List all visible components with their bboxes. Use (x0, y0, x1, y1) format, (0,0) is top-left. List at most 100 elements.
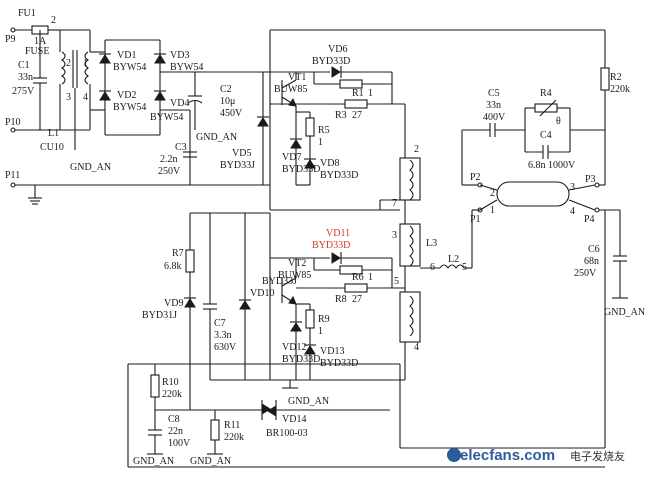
label-vt2-part: BUW85 (278, 270, 311, 281)
label-c8: C8 (168, 414, 180, 425)
label-c5-value: 33n (486, 100, 501, 111)
label-c3-value: 2.2n (160, 154, 178, 165)
label-p4: P4 (584, 214, 595, 225)
pin-l3-7: 7 (392, 198, 397, 209)
diode-vd2 (99, 91, 111, 101)
input-section (10, 25, 190, 205)
label-c1-value: 33n (18, 72, 33, 83)
pin-l3-2: 2 (414, 144, 419, 155)
label-c8-voltage: 100V (168, 438, 191, 449)
label-r1: R1 (352, 88, 364, 99)
pin-l2-5: 5 (462, 262, 467, 273)
label-r5: R5 (318, 125, 330, 136)
pin-l3-3: 3 (392, 230, 397, 241)
label-vd10-part: BYD33J (262, 276, 297, 287)
lamp-tube (496, 181, 570, 207)
label-p1: P1 (470, 214, 481, 225)
label-r5-value: 1 (318, 137, 323, 148)
label-c7-voltage: 630V (214, 342, 237, 353)
label-p11: P11 (5, 170, 20, 181)
pin-l3-6: 6 (430, 262, 435, 273)
label-c6-value: 68n (584, 256, 599, 267)
label-vd12: VD12 (282, 342, 306, 353)
label-vd8: VD8 (320, 158, 339, 169)
label-vd10: VD10 (250, 288, 274, 299)
label-p9: P9 (5, 34, 16, 45)
label-p10: P10 (5, 117, 21, 128)
label-fuse: FUSE (25, 46, 49, 57)
label-vd7: VD7 (282, 152, 301, 163)
label-vd11: VD11 (326, 228, 350, 239)
label-l1-part: CU10 (40, 142, 64, 153)
label-gnd-an-3: GND_AN (604, 307, 645, 318)
label-r7: R7 (172, 248, 184, 259)
label-r6-value: 1 (368, 272, 373, 283)
label-r4: R4 (540, 88, 552, 99)
label-r7-value: 6.8k (164, 261, 182, 272)
watermark-logo-icon (447, 448, 461, 462)
label-r4-theta: θ (556, 116, 561, 127)
label-fu1: FU1 (18, 8, 36, 19)
label-r2-value: 220k (610, 84, 630, 95)
label-vd14-part: BR100-03 (266, 428, 308, 439)
label-vd2-part: BYW54 (113, 102, 146, 113)
label-r2: R2 (610, 72, 622, 83)
label-vd14: VD14 (282, 414, 306, 425)
watermark-site: elecfans.com (460, 447, 555, 464)
pin-lamp-1: 1 (490, 205, 495, 216)
label-r10: R10 (162, 377, 179, 388)
label-gnd-an-6: GND_AN (190, 456, 231, 467)
label-vd1: VD1 (117, 50, 136, 61)
vt2-section (184, 212, 405, 410)
pin-lamp-3: 3 (570, 182, 575, 193)
watermark-cn: 电子发烧友 (570, 449, 625, 463)
label-c7-value: 3.3n (214, 330, 232, 341)
label-vd2: VD2 (117, 90, 136, 101)
label-vd12-part: BYD33D (282, 354, 320, 365)
label-r9-value: 1 (318, 326, 323, 337)
label-vd1-part: BYW54 (113, 62, 146, 73)
label-vd9: VD9 (164, 298, 183, 309)
label-vd9-part: BYD31J (142, 310, 177, 321)
label-vd3: VD3 (170, 50, 189, 61)
label-vd7-part: BYD33D (282, 164, 320, 175)
label-vd6: VD6 (328, 44, 347, 55)
pin-l1-1: 1 (83, 58, 88, 69)
label-r11-value: 220k (224, 432, 244, 443)
rails (190, 29, 605, 411)
label-c2: C2 (220, 84, 232, 95)
pin-l1-2: 2 (66, 58, 71, 69)
label-l1: L1 (48, 128, 59, 139)
label-p2: P2 (470, 172, 481, 183)
label-c3: C3 (175, 142, 187, 153)
label-vd5-part: BYD33J (220, 160, 255, 171)
label-r3: R3 (335, 110, 347, 121)
label-c2-voltage: 450V (220, 108, 243, 119)
label-c3-voltage: 250V (158, 166, 181, 177)
label-fu1-rating: 1A (34, 36, 47, 47)
watermark: elecfans.com 电子发烧友 (447, 447, 625, 464)
label-p3: P3 (585, 174, 596, 185)
vt1-section (257, 66, 406, 186)
label-vd11-part: BYD33D (312, 240, 350, 251)
bulk-caps (183, 72, 270, 186)
lamp-section (400, 30, 628, 449)
startup-section (127, 363, 605, 468)
label-c1: C1 (18, 60, 30, 71)
label-l3: L3 (426, 238, 437, 249)
label-c4: C4 (540, 130, 552, 141)
diode-vd1 (99, 54, 111, 64)
diode-vd3 (154, 54, 166, 64)
label-gnd-an-2: GND_AN (196, 132, 237, 143)
label-c5: C5 (488, 88, 500, 99)
label-vd4-part: BYW54 (150, 112, 183, 123)
label-vd13: VD13 (320, 346, 344, 357)
label-r10-value: 220k (162, 389, 182, 400)
labels: FU1 2 1A FUSE P9 C1 33n 275V 2 1 3 4 L1 … (5, 8, 645, 467)
label-vd6-part: BYD33D (312, 56, 350, 67)
label-c6-voltage: 250V (574, 268, 597, 279)
label-l2: L2 (448, 254, 459, 265)
label-r8: R8 (335, 294, 347, 305)
